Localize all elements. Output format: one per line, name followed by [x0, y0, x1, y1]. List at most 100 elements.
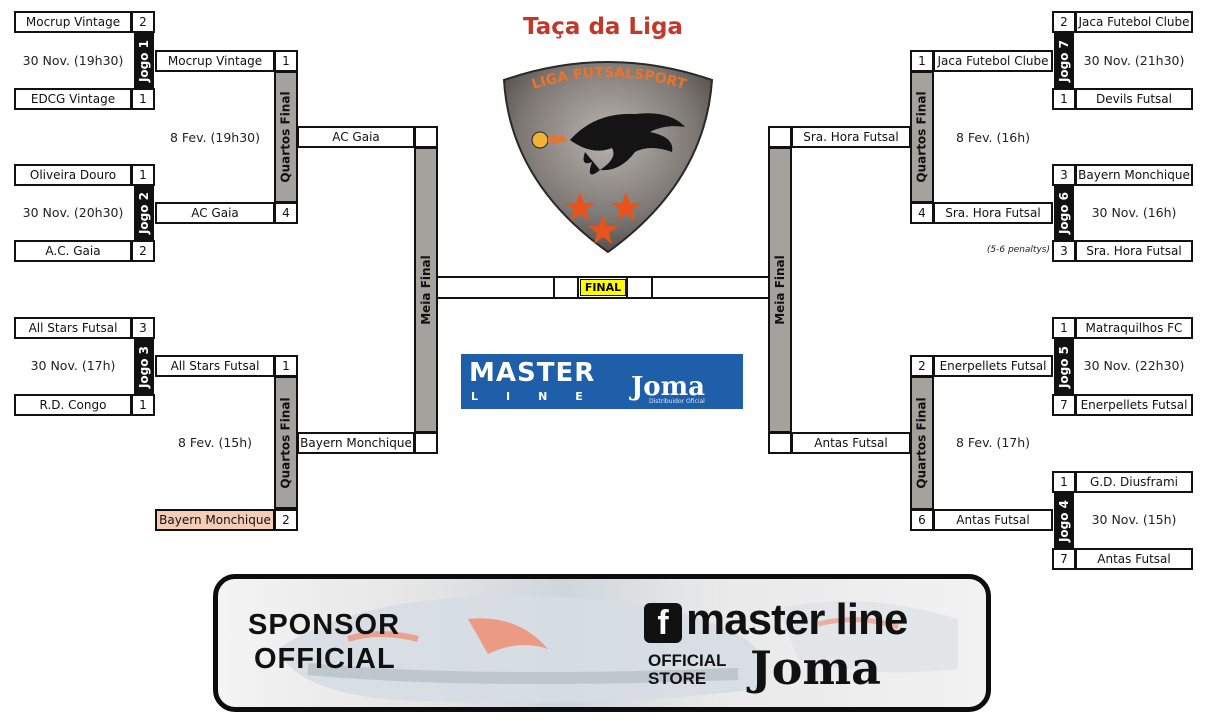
score-box: 1 [274, 50, 298, 72]
page-title: Taça da Liga [523, 14, 683, 40]
team-box: Bayern Monchique [155, 509, 275, 531]
game-label-bar: Jogo 6 [1054, 186, 1074, 240]
match-date: 8 Fev. (17h) [955, 435, 1031, 450]
score-box: 1 [1052, 88, 1076, 110]
score-box: 7 [1052, 394, 1076, 416]
match-date: 30 Nov. (21h30) [1083, 53, 1185, 68]
score-box: 1 [131, 164, 155, 186]
score-box [414, 432, 438, 454]
match-date: 8 Fev. (15h) [177, 435, 253, 450]
team-name: Mocrup Vintage [25, 15, 121, 29]
team-box: Sra. Hora Futsal [933, 202, 1053, 224]
game-label: Jogo 2 [137, 191, 152, 235]
final-slot-right [626, 276, 653, 299]
team-name: Antas Futsal [1097, 552, 1171, 566]
score-box: 2 [274, 509, 298, 531]
score-box [414, 126, 438, 148]
team-box: Sra. Hora Futsal [791, 126, 911, 148]
facebook-icon: f [644, 603, 682, 643]
team-name: AC Gaia [191, 206, 239, 220]
round-label: Quartos Final [915, 397, 929, 489]
score: 3 [1060, 244, 1068, 258]
semi-final-bar: Meia Final [768, 147, 792, 433]
team-box: Mocrup Vintage [155, 50, 275, 72]
score: 2 [139, 244, 147, 258]
score: 4 [282, 206, 290, 220]
score-box: 2 [131, 240, 155, 262]
game-label: Jogo 6 [1057, 191, 1072, 235]
score: 1 [1060, 475, 1068, 489]
match-date: 30 Nov. (22h30) [1083, 358, 1185, 373]
team-name: Jaca Futebol Clube [937, 54, 1049, 68]
final-line [438, 276, 768, 278]
game-label-bar: Jogo 7 [1054, 33, 1074, 88]
score-box [768, 126, 792, 148]
score: 1 [282, 54, 290, 68]
round-label: Quartos Final [915, 91, 929, 183]
team-box: Matraquilhos FC [1075, 317, 1193, 339]
score-box: 1 [1052, 471, 1076, 493]
match-date: 30 Nov. (16h) [1091, 205, 1177, 220]
score: 1 [139, 168, 147, 182]
score: 1 [1060, 92, 1068, 106]
quarter-final-bar: Quartos Final [274, 376, 298, 509]
team-name: Antas Futsal [956, 513, 1030, 527]
sponsor-text: SPONSOR [248, 609, 401, 641]
score-box: 3 [131, 317, 155, 339]
score-box: 1 [274, 355, 298, 377]
team-name: A.C. Gaia [45, 244, 101, 258]
team-box: Bayern Monchique [297, 432, 415, 454]
score-box [768, 432, 792, 454]
game-label: Jogo 4 [1057, 499, 1072, 542]
team-box: Antas Futsal [1075, 548, 1193, 570]
team-box: Antas Futsal [933, 509, 1053, 531]
team-box: Sra. Hora Futsal [1075, 240, 1193, 262]
score: 1 [139, 92, 147, 106]
round-label: Quartos Final [279, 91, 293, 183]
team-name: EDCG Vintage [30, 92, 116, 106]
team-name: Sra. Hora Futsal [945, 206, 1041, 220]
score-box: 1 [910, 50, 934, 72]
score-box: 4 [910, 202, 934, 224]
team-name: Bayern Monchique [1078, 168, 1190, 182]
facebook-letter: f [657, 603, 669, 642]
joma-text: Joma [631, 372, 706, 402]
team-name: Mocrup Vintage [167, 54, 263, 68]
score: 2 [282, 513, 290, 527]
quarter-final-bar: Quartos Final [910, 71, 934, 203]
score: 7 [1060, 398, 1068, 412]
sponsor-logo: MASTER LINE Joma Distribuidor Oficial [461, 354, 743, 409]
score-box: 2 [1052, 11, 1076, 33]
score-box: 1 [131, 394, 155, 416]
semi-final-bar: Meia Final [414, 147, 438, 433]
shoe-image [278, 596, 958, 703]
score-box: 2 [131, 11, 155, 33]
official-store-1: OFFICIAL [648, 651, 727, 670]
team-name: Antas Futsal [814, 436, 888, 450]
official-text: OFFICIAL [254, 643, 396, 675]
team-box: A.C. Gaia [14, 240, 132, 262]
match-date: 30 Nov. (15h) [1091, 512, 1177, 527]
game-label-bar: Jogo 1 [134, 33, 154, 88]
score: 1 [1060, 321, 1068, 335]
team-name: Matraquilhos FC [1085, 321, 1183, 335]
team-name: Oliveira Douro [29, 168, 117, 182]
game-label: Jogo 3 [137, 345, 152, 388]
team-box: Enerpellets Futsal [933, 355, 1053, 377]
team-name: Jaca Futebol Clube [1078, 15, 1190, 29]
match-date: 8 Fev. (19h30) [170, 130, 260, 145]
match-date: 30 Nov. (17h) [30, 358, 116, 373]
team-box: All Stars Futsal [14, 317, 132, 339]
team-name: Enerpellets Futsal [939, 359, 1047, 373]
team-box: EDCG Vintage [14, 88, 132, 110]
score: 2 [139, 15, 147, 29]
line-text: LINE [471, 390, 611, 403]
masterline-brand: master line [686, 595, 908, 644]
game-label: Jogo 7 [1057, 39, 1072, 82]
final-line [438, 297, 768, 299]
team-name: All Stars Futsal [170, 359, 260, 373]
team-box: Bayern Monchique [1075, 164, 1193, 186]
score: 7 [1060, 552, 1068, 566]
game-label: Jogo 1 [137, 39, 152, 82]
score: 1 [918, 54, 926, 68]
